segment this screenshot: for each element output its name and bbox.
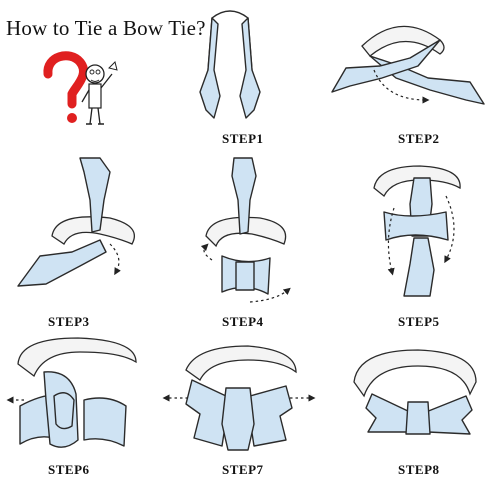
- step8-illustration: [353, 349, 477, 435]
- step7-label: STEP7: [222, 462, 264, 477]
- step3-illustration: [17, 157, 136, 287]
- step8-label: STEP8: [398, 462, 440, 477]
- step4-label: STEP4: [222, 314, 264, 329]
- step5-label: STEP5: [398, 314, 440, 329]
- step4-illustration: [200, 157, 291, 303]
- step6-illustration: [6, 337, 137, 448]
- question-mascot-icon: [43, 51, 118, 125]
- step7-illustration: [162, 345, 316, 451]
- page-title: How to Tie a Bow Tie?: [6, 16, 206, 40]
- step1-illustration: [199, 10, 261, 119]
- step6-label: STEP6: [48, 462, 90, 477]
- step2-label: STEP2: [398, 131, 440, 146]
- step3-label: STEP3: [48, 314, 90, 329]
- step1-label: STEP1: [222, 131, 264, 146]
- step5-illustration: [373, 165, 461, 297]
- step2-illustration: [331, 25, 485, 105]
